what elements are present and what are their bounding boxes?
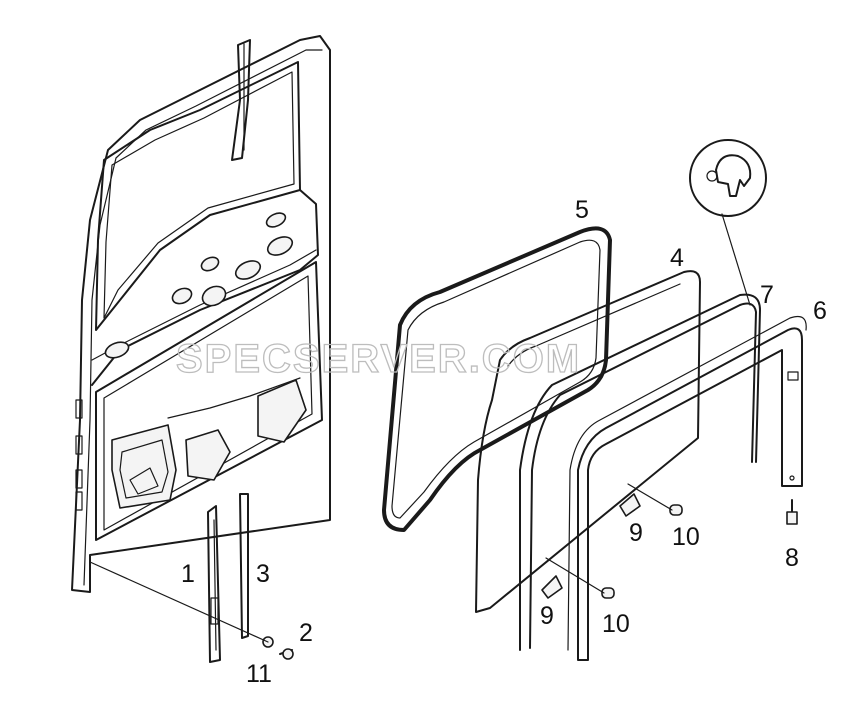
callout-7: 7 (760, 281, 774, 309)
part-4-glass (475, 270, 701, 613)
callout-9-upper: 9 (629, 519, 643, 547)
callout-11: 11 (246, 660, 272, 688)
part-10-screw-lower (601, 587, 615, 599)
callout-10-lower: 10 (602, 610, 630, 638)
part-9-clip-upper (619, 493, 641, 517)
door-frame (71, 35, 331, 593)
callout-4: 4 (670, 244, 684, 272)
callout-9-lower: 9 (540, 602, 554, 630)
callout-5: 5 (575, 196, 589, 224)
callout-1: 1 (181, 560, 195, 588)
callout-2: 2 (299, 619, 313, 647)
part-8-screw (786, 499, 798, 525)
part-9-clip-lower (541, 575, 563, 599)
leader-lines (89, 483, 673, 643)
fastener-bolts (262, 636, 294, 660)
callout-10-upper: 10 (672, 523, 700, 551)
seal-detail-inset (689, 139, 767, 306)
part-5-seal (382, 226, 612, 532)
part-3-guide-rail (239, 493, 249, 639)
part-1-guide-rail (207, 505, 221, 663)
part-10-screw-upper (669, 504, 683, 516)
callout-3: 3 (256, 560, 270, 588)
callout-6: 6 (813, 297, 827, 325)
watermark: SPECSERVER.COM (176, 337, 581, 381)
part-7-run-channel (519, 293, 761, 651)
callout-8: 8 (785, 544, 799, 572)
part-6-rear-channel (567, 315, 807, 661)
